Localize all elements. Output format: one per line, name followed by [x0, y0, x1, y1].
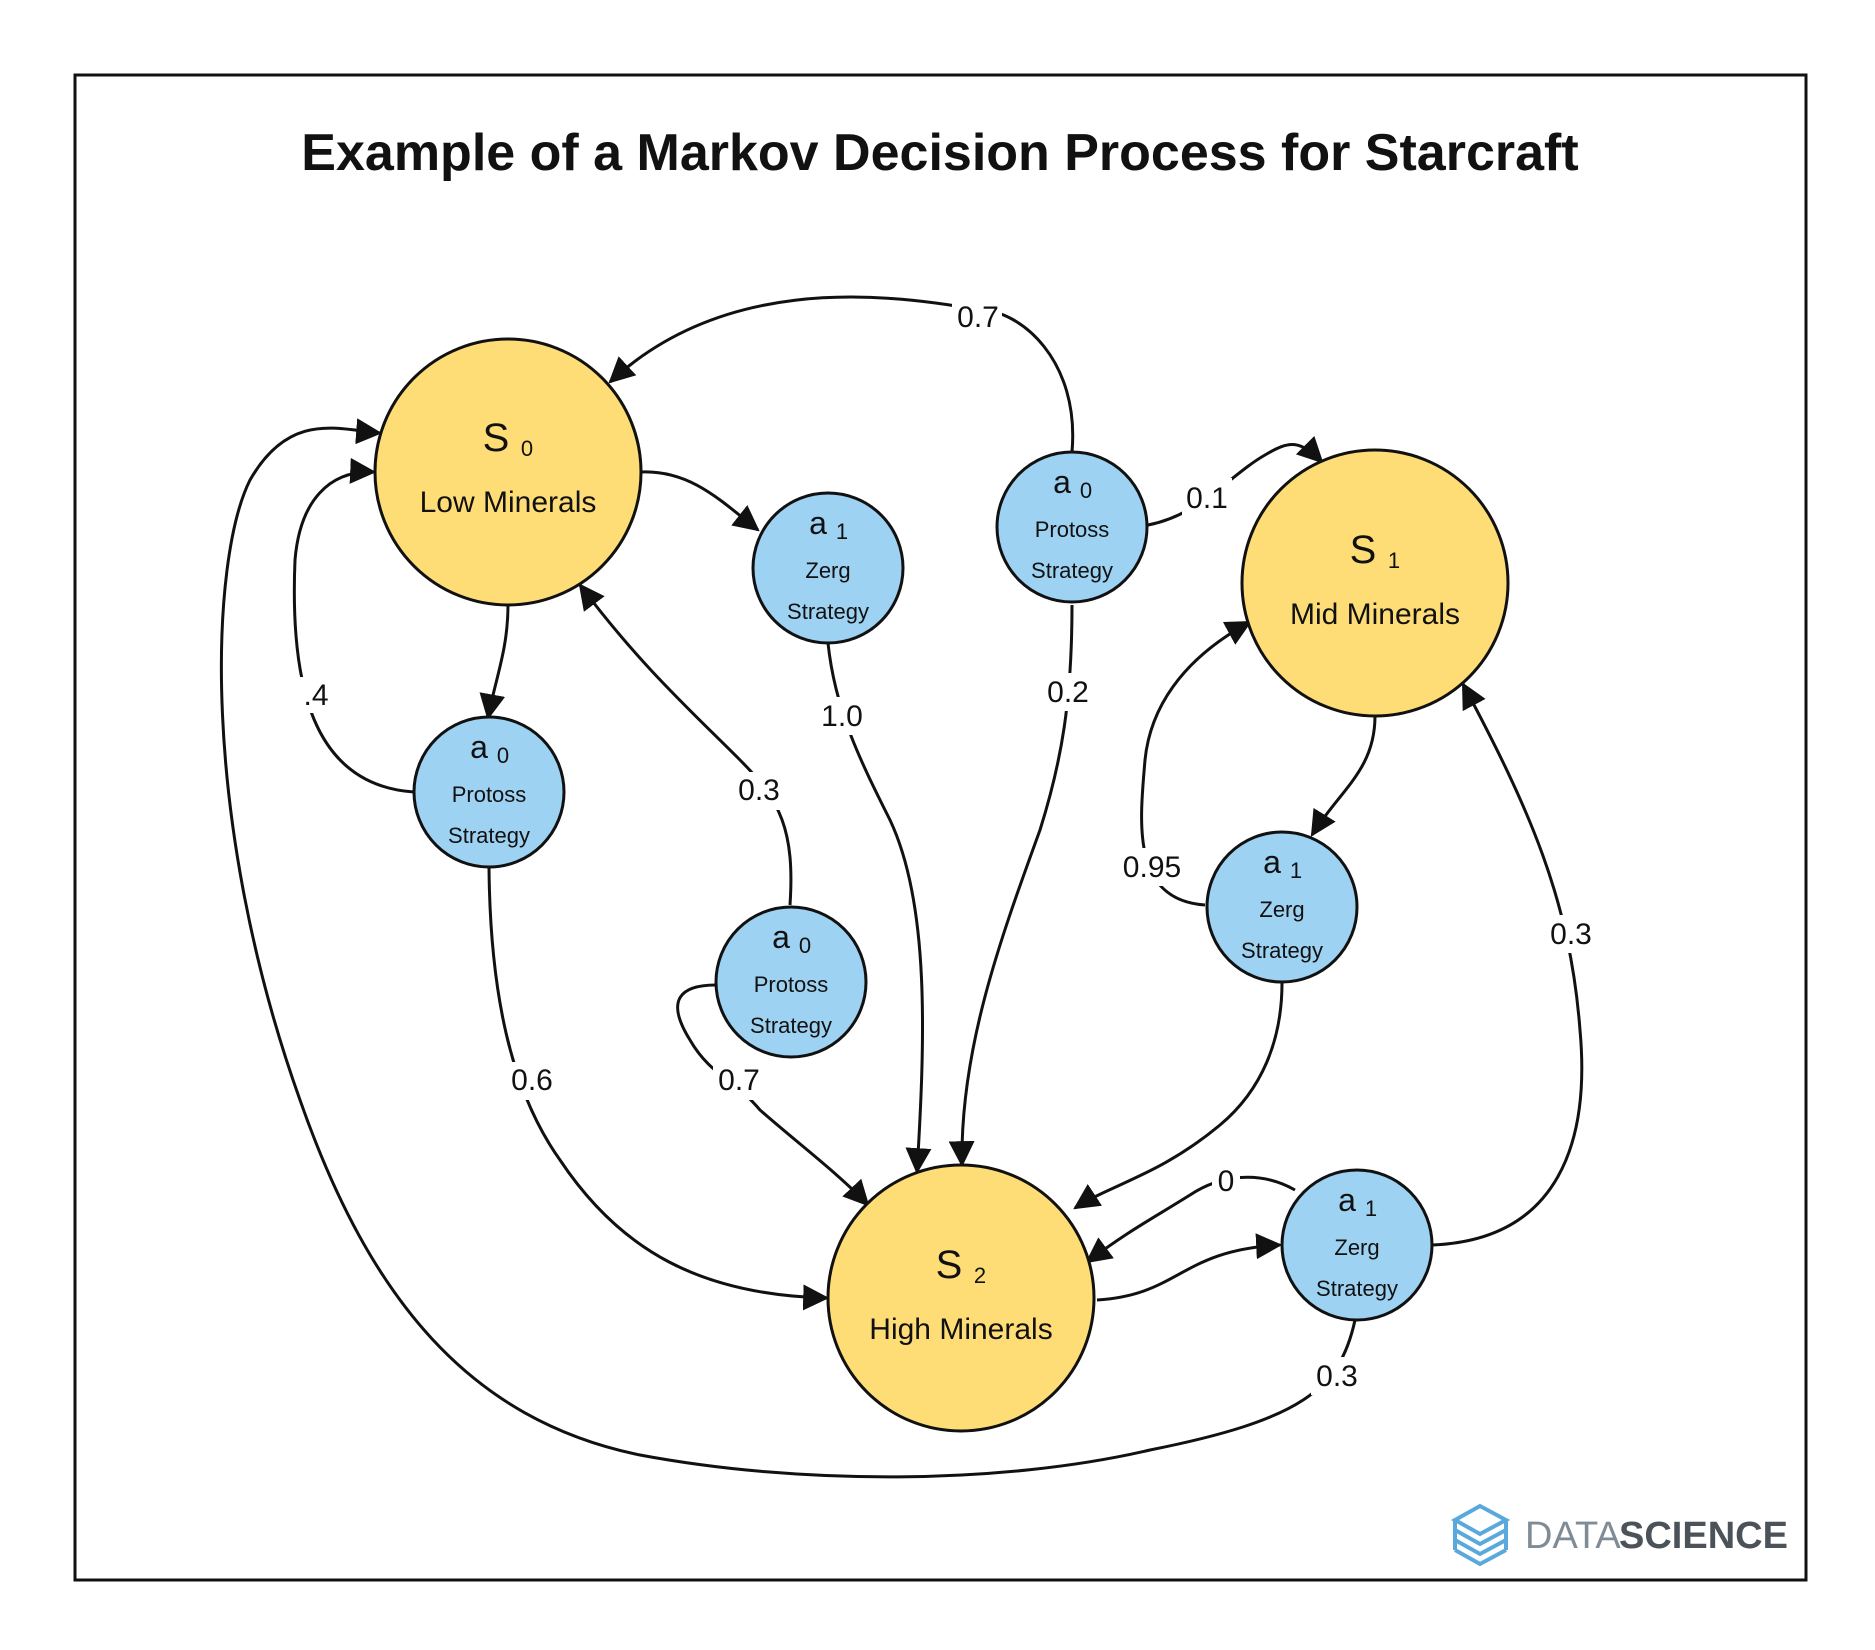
edge-s1a1-to-s2	[1073, 982, 1284, 1210]
state-node-s1: S 1 Mid Minerals	[1240, 448, 1510, 718]
svg-text:0: 0	[799, 933, 811, 958]
edge-s2a0-to-s0	[578, 583, 793, 906]
svg-text:a: a	[772, 919, 790, 955]
edge-label-03-left: 0.3	[733, 772, 785, 810]
state-node-s0: S 0 Low Minerals	[373, 337, 643, 607]
edge-s0-to-s0a0	[479, 604, 510, 721]
svg-text:0.7: 0.7	[718, 1064, 760, 1097]
datascience-logo-icon	[1450, 1503, 1511, 1567]
state-s2-symbol: S	[936, 1243, 963, 1287]
svg-text:Zerg: Zerg	[1334, 1235, 1379, 1260]
svg-text:Strategy: Strategy	[750, 1013, 832, 1038]
edge-s1a0-to-s0	[608, 295, 1075, 453]
svg-text:0: 0	[497, 743, 509, 768]
svg-text:Strategy: Strategy	[787, 599, 869, 624]
state-s2-index: 2	[974, 1263, 986, 1288]
svg-text:Strategy: Strategy	[1241, 938, 1323, 963]
state-s2-name: High Minerals	[869, 1313, 1052, 1346]
svg-text:Strategy: Strategy	[1031, 558, 1113, 583]
svg-text:1: 1	[1290, 858, 1302, 883]
edge-label-04: .4	[297, 677, 335, 713]
edge-label-03-right: 0.3	[1545, 915, 1597, 953]
action-node-s1-a1: a 1 Zerg Strategy	[1205, 830, 1359, 984]
svg-text:Strategy: Strategy	[1316, 1276, 1398, 1301]
state-node-s2: S 2 High Minerals	[826, 1163, 1096, 1433]
svg-text:0.95: 0.95	[1123, 851, 1181, 884]
svg-text:0.3: 0.3	[738, 774, 780, 807]
edge-label-10: 1.0	[816, 697, 868, 735]
svg-text:0.3: 0.3	[1316, 1360, 1358, 1393]
edge-label-01: 0.1	[1182, 478, 1232, 516]
action-node-s0-a1: a 1 Zerg Strategy	[751, 491, 905, 645]
svg-text:0.6: 0.6	[511, 1064, 553, 1097]
diagram-frame	[73, 73, 1808, 1582]
state-s1-symbol: S	[1350, 528, 1377, 572]
svg-text:a: a	[1053, 464, 1071, 500]
logo-text-science: SCIENCE	[1619, 1515, 1788, 1557]
svg-text:0: 0	[1218, 1165, 1235, 1198]
svg-text:.4: .4	[303, 679, 328, 712]
svg-text:Zerg: Zerg	[1259, 897, 1304, 922]
svg-text:a: a	[1338, 1182, 1356, 1218]
edge-label-06: 0.6	[507, 1062, 559, 1100]
svg-text:Protoss: Protoss	[452, 782, 527, 807]
edge-label-095: 0.95	[1118, 848, 1186, 886]
svg-text:0.2: 0.2	[1047, 676, 1089, 709]
action-node-s0-a0: a 0 Protoss Strategy	[412, 715, 566, 869]
state-s0-symbol: S	[483, 416, 510, 460]
svg-text:Protoss: Protoss	[1035, 517, 1110, 542]
edge-s0-to-s0a1	[640, 470, 760, 532]
action-node-s1-a0: a 0 Protoss Strategy	[995, 450, 1149, 604]
edge-s2a1-to-s2	[1085, 1175, 1296, 1264]
state-s1-name: Mid Minerals	[1290, 598, 1460, 631]
edge-s2a1-to-s1	[1431, 682, 1584, 1247]
edge-label-02: 0.2	[1042, 673, 1094, 711]
state-s0-index: 0	[521, 436, 533, 461]
logo-text-data: DATA	[1525, 1515, 1621, 1557]
edge-s2a1-to-s0	[219, 418, 1357, 1479]
state-s0-name: Low Minerals	[420, 486, 597, 519]
edge-label-top-07: 0.7	[952, 297, 1002, 337]
svg-text:a: a	[1263, 844, 1281, 880]
svg-text:a: a	[809, 505, 827, 541]
action-node-s2-a1: a 1 Zerg Strategy	[1280, 1168, 1434, 1322]
svg-text:Protoss: Protoss	[754, 972, 829, 997]
svg-text:0: 0	[1080, 478, 1092, 503]
svg-text:1: 1	[836, 519, 848, 544]
edge-s1-to-s1a1	[1310, 715, 1377, 837]
svg-text:0.7: 0.7	[957, 301, 999, 334]
svg-text:0.1: 0.1	[1186, 482, 1228, 515]
state-s1-index: 1	[1388, 548, 1400, 573]
svg-text:0.3: 0.3	[1550, 918, 1592, 951]
edge-s2-to-s2a1	[1096, 1233, 1283, 1302]
edge-label-03-bottom: 0.3	[1311, 1357, 1363, 1395]
diagram-title: Example of a Markov Decision Process for…	[301, 124, 1578, 182]
datascience-logo: DATA SCIENCE	[1450, 1503, 1788, 1567]
svg-text:Strategy: Strategy	[448, 823, 530, 848]
svg-text:1: 1	[1365, 1196, 1377, 1221]
svg-text:Zerg: Zerg	[805, 558, 850, 583]
action-node-s2-a0: a 0 Protoss Strategy	[714, 905, 868, 1059]
edge-s0a0-to-s2	[487, 866, 830, 1311]
svg-text:a: a	[470, 729, 488, 765]
edge-s0a0-to-s0	[292, 457, 415, 794]
edge-label-0: 0	[1212, 1163, 1240, 1199]
svg-text:1.0: 1.0	[821, 700, 863, 733]
edge-label-07-low: 0.7	[713, 1062, 765, 1100]
